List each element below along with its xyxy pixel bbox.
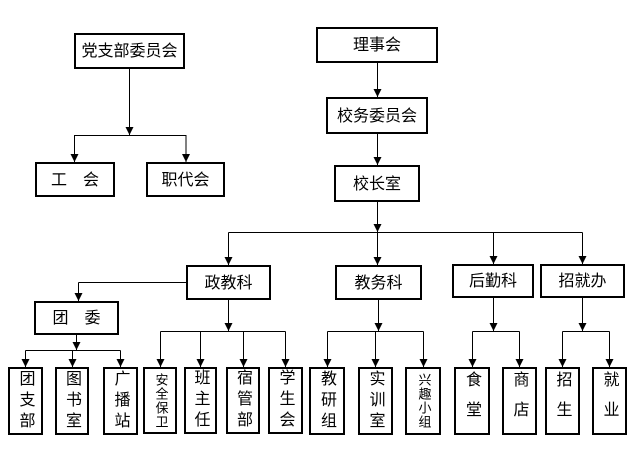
org-node-labor-union: 工 会 [35, 162, 115, 197]
org-node-political-education-section: 政教科 [186, 265, 271, 300]
org-node-academic-affairs-section: 教务科 [335, 265, 422, 300]
org-node-logistics-section: 后勤科 [452, 264, 534, 298]
org-node-library: 图书室 [55, 367, 89, 435]
org-node-broadcast-station: 广播站 [103, 367, 138, 435]
org-node-board: 理事会 [316, 27, 438, 63]
org-node-interest-groups: 兴趣小组 [405, 367, 441, 435]
org-node-enrollment: 招生 [545, 367, 580, 435]
org-node-teaching-research-group: 教研组 [309, 367, 345, 435]
org-node-shop: 商店 [502, 367, 537, 435]
org-node-canteen: 食堂 [454, 367, 490, 435]
org-node-class-teachers: 班主任 [184, 367, 217, 434]
org-node-league-branch: 团支部 [8, 367, 43, 435]
org-node-youth-league: 团 委 [34, 301, 119, 335]
org-node-security: 安全保卫 [143, 367, 177, 434]
org-node-dorm-management: 宿管部 [226, 367, 260, 434]
org-node-employment: 就业 [592, 367, 627, 435]
org-node-student-union: 学生会 [268, 367, 303, 434]
org-node-workers-congress: 职代会 [146, 162, 225, 197]
org-node-principal-office: 校长室 [334, 165, 420, 202]
org-node-party-committee: 党支部委员会 [74, 33, 185, 69]
org-node-recruitment-employment-office: 招就办 [540, 264, 625, 298]
org-node-training-room: 实训室 [358, 367, 393, 435]
org-node-school-affairs-committee: 校务委员会 [326, 97, 428, 134]
